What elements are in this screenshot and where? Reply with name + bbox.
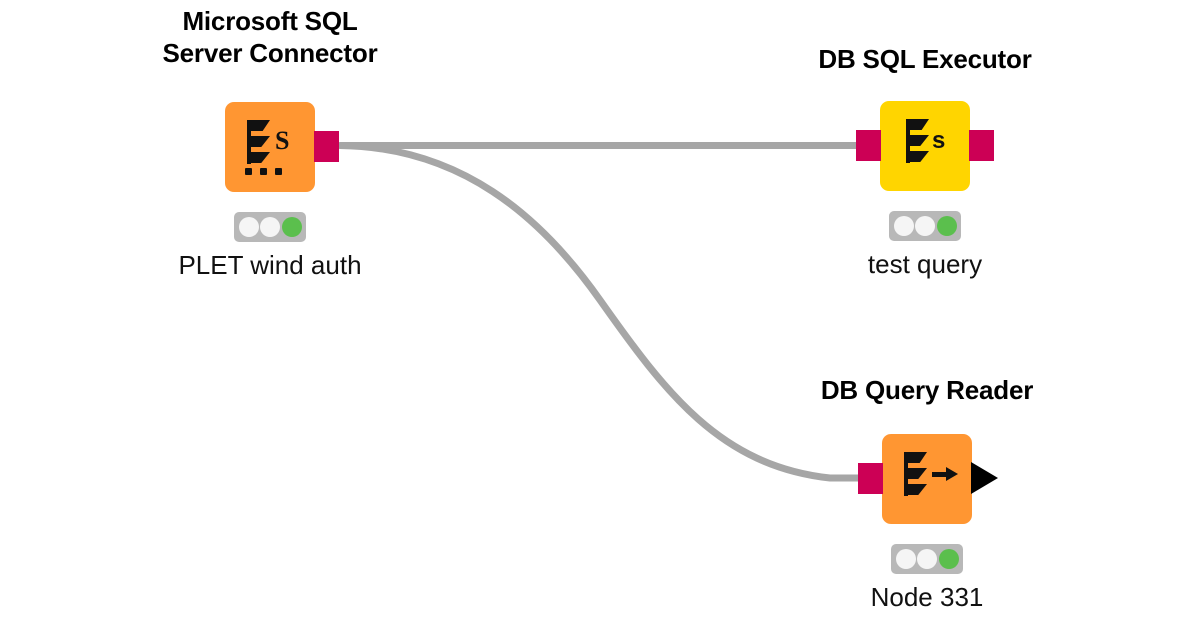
connection-connector-to-query-reader[interactable] (336, 142, 868, 482)
database-stack-glyph (247, 120, 271, 164)
node-label-ms-sql-server-connector[interactable]: PLET wind auth (178, 250, 362, 280)
database-stack-glyph (906, 119, 930, 163)
db-slab-bottom (904, 484, 927, 495)
node-body-ms-sql-server-connector[interactable]: S (225, 102, 315, 192)
status-light-executed (281, 217, 302, 237)
status-light-executed (938, 549, 959, 569)
node-title-db-query-reader: DB Query Reader (820, 375, 1034, 405)
db-slab-bottom (906, 151, 929, 162)
status-light-idle-2 (915, 216, 935, 236)
status-light-idle-1 (238, 217, 259, 237)
output-port-data-table[interactable] (971, 462, 998, 494)
status-light-idle-2 (917, 549, 937, 569)
db-slab-middle (247, 136, 270, 147)
node-title-db-sql-executor: DB SQL Executor (818, 44, 1032, 74)
sql-s-letter: s (932, 127, 946, 154)
node-title-ms-sql-server-connector: Microsoft SQL Server Connector (162, 6, 378, 68)
db-slab-top (906, 119, 929, 130)
input-port-db-connection[interactable] (856, 130, 881, 161)
status-bar-db-query-reader (891, 544, 963, 574)
db-slab-bottom (247, 152, 270, 163)
output-port-db-connection[interactable] (314, 131, 339, 162)
node-label-db-query-reader[interactable]: Node 331 (870, 582, 984, 612)
output-port-db-connection[interactable] (969, 130, 994, 161)
sql-server-s-letter: S (275, 126, 290, 155)
status-bar-db-sql-executor (889, 211, 961, 241)
db-slab-top (904, 452, 927, 463)
db-sql-s-icon: s (880, 101, 970, 191)
input-port-db-connection[interactable] (858, 463, 883, 494)
db-slab-middle (906, 135, 929, 146)
connector-dots-glyph (245, 168, 282, 175)
status-bar-ms-sql-server-connector (234, 212, 306, 242)
db-slab-middle (904, 468, 927, 479)
status-light-idle-2 (260, 217, 280, 237)
node-body-db-query-reader[interactable] (882, 434, 972, 524)
db-connector-s-icon: S (225, 102, 315, 192)
db-slab-top (247, 120, 270, 131)
arrow-right-icon (932, 467, 958, 481)
status-light-executed (936, 216, 957, 236)
node-label-db-sql-executor[interactable]: test query (867, 249, 983, 279)
database-stack-glyph (904, 452, 928, 496)
node-body-db-sql-executor[interactable]: s (880, 101, 970, 191)
db-arrow-icon (882, 434, 972, 524)
status-light-idle-1 (893, 216, 914, 236)
status-light-idle-1 (895, 549, 916, 569)
